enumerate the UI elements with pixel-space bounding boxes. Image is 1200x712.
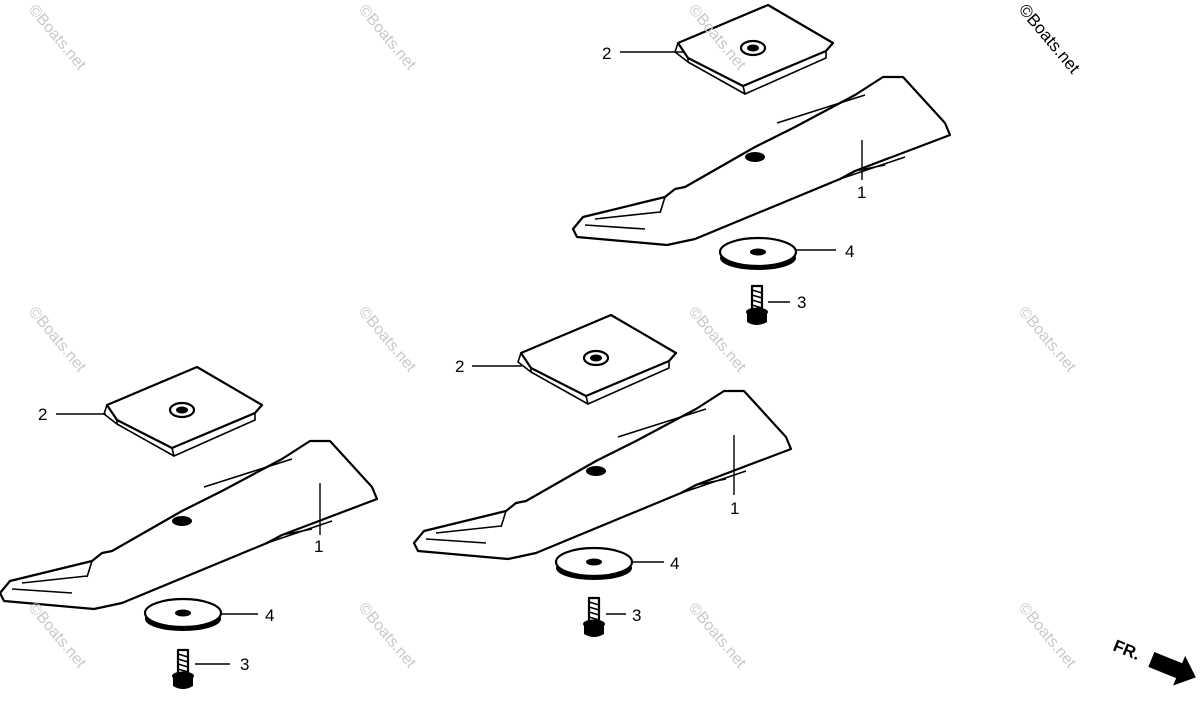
callout-blade: 1 — [314, 537, 323, 556]
watermark: ©Boats.net — [25, 2, 89, 74]
watermark-main: ©Boats.net — [1015, 0, 1084, 77]
bolt-middle — [581, 596, 607, 639]
callout-plate: 2 — [38, 405, 47, 424]
assembly-middle: 2 1 4 3 — [412, 313, 793, 639]
bolt-top-right — [744, 284, 770, 327]
watermark: ©Boats.net — [685, 600, 749, 672]
callout-bolt: 3 — [797, 293, 806, 312]
callout-plate: 2 — [455, 357, 464, 376]
blade-top-right — [571, 75, 952, 247]
watermark: ©Boats.net — [1015, 600, 1079, 672]
callout-plate: 2 — [602, 44, 611, 63]
callout-blade: 1 — [730, 499, 739, 518]
callout-washer: 4 — [845, 242, 854, 261]
watermark: ©Boats.net — [355, 304, 419, 376]
watermark: ©Boats.net — [25, 304, 89, 376]
callout-bolt: 3 — [632, 606, 641, 625]
front-direction-label: FR. — [1111, 636, 1144, 664]
plate-left — [102, 365, 264, 458]
assembly-top-right: 2 1 4 3 — [571, 3, 952, 327]
callout-bolt: 3 — [240, 655, 249, 674]
assembly-left: 2 1 4 3 — [0, 365, 379, 691]
callout-washer: 4 — [265, 606, 274, 625]
front-direction-marker: FR. — [1111, 636, 1196, 686]
washer-middle — [554, 546, 634, 582]
watermark: ©Boats.net — [355, 2, 419, 74]
washer-left — [143, 597, 223, 633]
plate-middle — [516, 313, 678, 406]
callout-washer: 4 — [670, 554, 679, 573]
front-arrow-icon — [1148, 652, 1196, 686]
watermark: ©Boats.net — [685, 304, 749, 376]
watermark: ©Boats.net — [25, 600, 89, 672]
watermark: ©Boats.net — [355, 600, 419, 672]
bolt-left — [170, 648, 196, 691]
watermark: ©Boats.net — [1015, 304, 1079, 376]
callout-blade: 1 — [857, 183, 866, 202]
washer-top-right — [718, 236, 798, 272]
